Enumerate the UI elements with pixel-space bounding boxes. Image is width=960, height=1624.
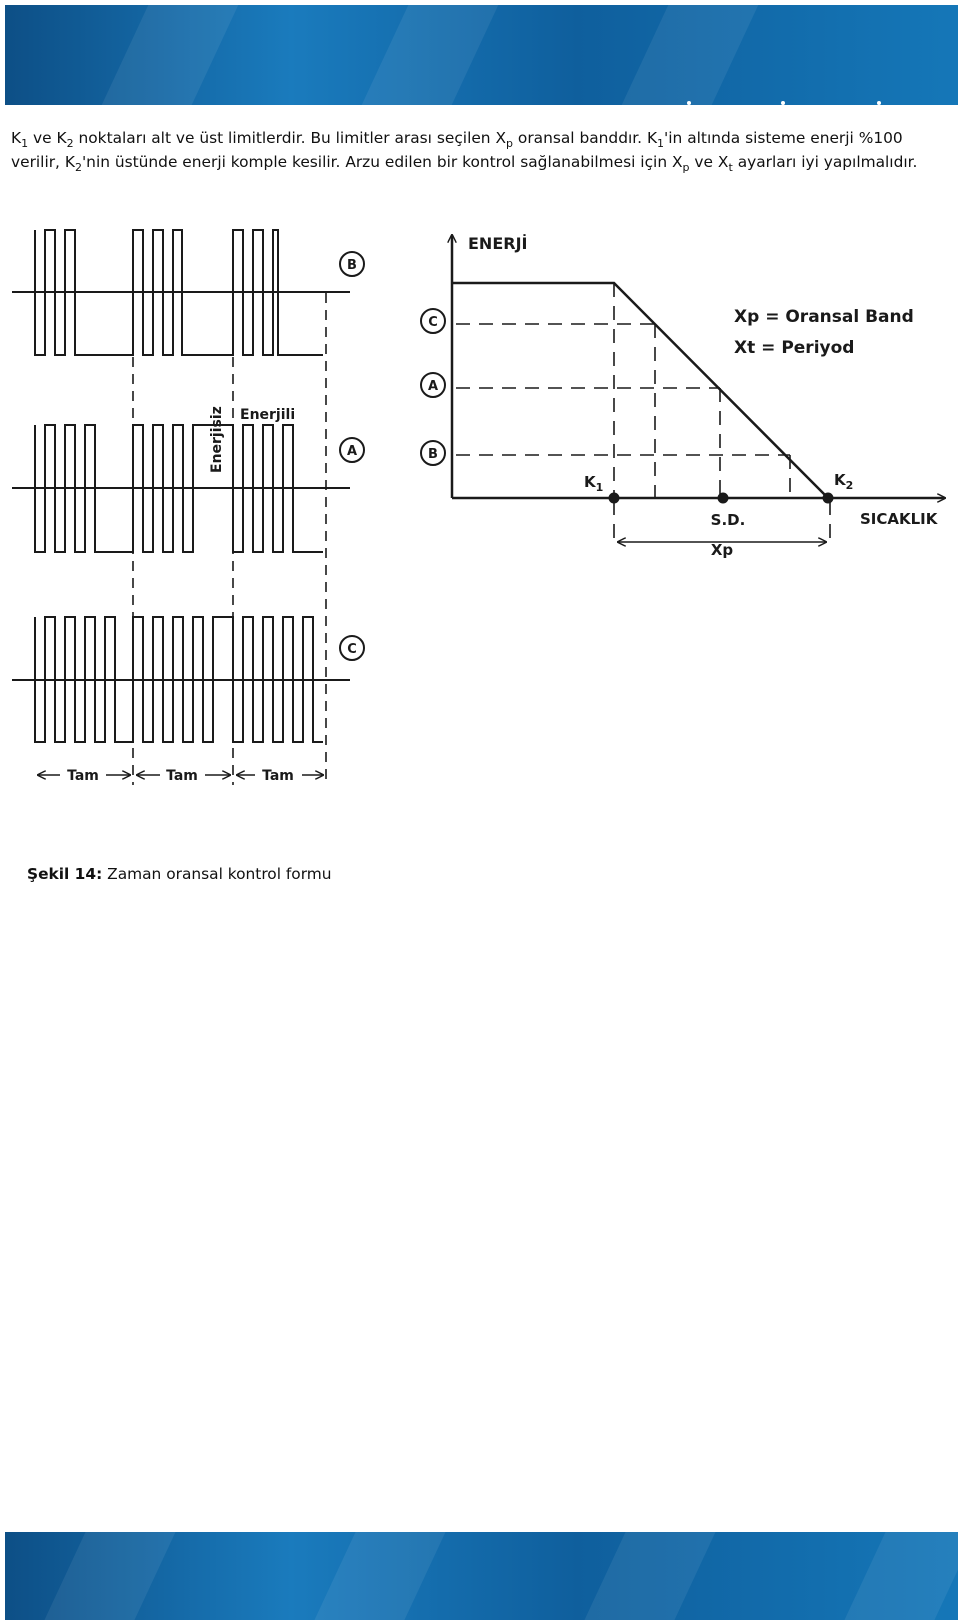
x-axis-label: SICAKLIK xyxy=(860,510,939,528)
waveform-pulses-b xyxy=(34,229,323,356)
k2-point xyxy=(822,492,834,504)
energy-on-label: Enerjili xyxy=(240,407,295,423)
banner-dot xyxy=(781,101,785,105)
sd-point xyxy=(717,492,729,504)
figure-caption: Şekil 14: Zaman oransal kontrol formu xyxy=(27,865,332,883)
period-label-3: Tam xyxy=(262,768,294,784)
figure-14: B A C Enerjisiz Enerjili Tam Tam Tam xyxy=(12,229,960,785)
legend-xp: Xp = Oransal Band xyxy=(734,307,914,327)
period-label-1: Tam xyxy=(67,768,99,784)
waveform-label-b: B xyxy=(347,258,357,273)
waveform-label-a: A xyxy=(347,444,357,459)
waveform-pulses-c xyxy=(34,616,323,743)
graph-level-b: B xyxy=(428,447,438,462)
banner-dot xyxy=(687,101,691,105)
legend-xt: Xt = Periyod xyxy=(734,338,854,358)
k1-label: K1 xyxy=(584,473,603,494)
bottom-banner xyxy=(5,1532,958,1620)
graph-level-c: C xyxy=(428,315,438,330)
energy-off-label: Enerjisiz xyxy=(209,406,225,473)
k1-point xyxy=(608,492,620,504)
xp-label: Xp xyxy=(711,541,734,559)
energy-temperature-graph xyxy=(420,235,945,547)
waveform-panel xyxy=(12,229,365,785)
banner-dot xyxy=(877,101,881,105)
waveform-label-c: C xyxy=(347,642,357,657)
period-label-2: Tam xyxy=(166,768,198,784)
sd-label: S.D. xyxy=(711,511,746,529)
y-axis-label: ENERJİ xyxy=(468,234,527,253)
body-paragraph: K1 ve K2 noktaları alt ve üst limitlerdi… xyxy=(11,129,918,174)
caption-label: Şekil 14: xyxy=(27,865,103,883)
waveform-pulses-a xyxy=(34,424,323,553)
graph-level-a: A xyxy=(428,379,438,394)
top-banner xyxy=(5,5,958,105)
caption-text: Zaman oransal kontrol formu xyxy=(107,865,332,883)
k2-label: K2 xyxy=(834,471,853,492)
